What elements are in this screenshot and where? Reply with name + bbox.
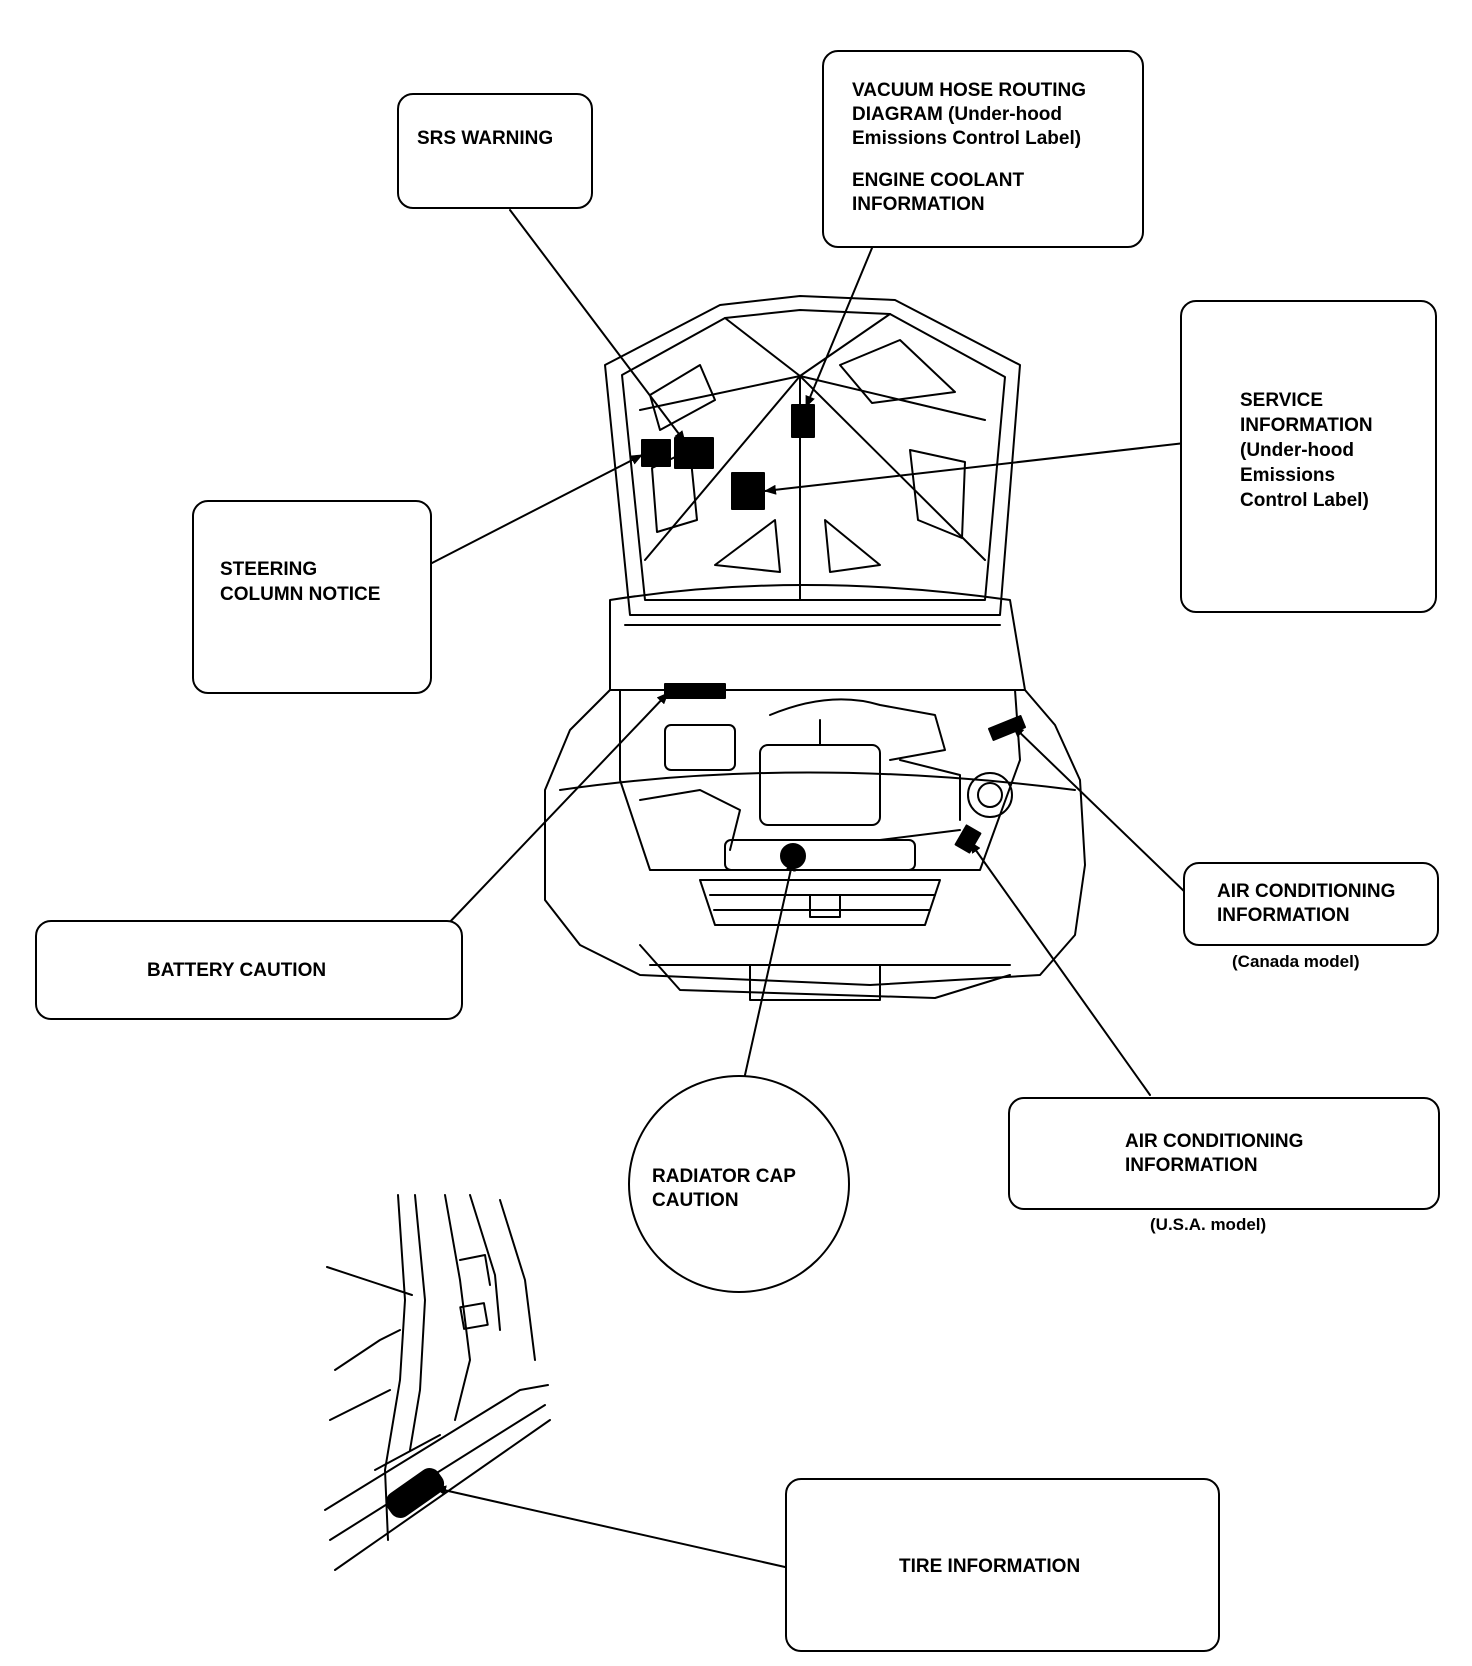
service-info-line-2: INFORMATION: [1240, 415, 1373, 436]
label-patches: [641, 404, 1027, 869]
ac-info-usa-line-1: AIR CONDITIONING: [1125, 1131, 1304, 1152]
service-info-line-1: SERVICE: [1240, 390, 1324, 411]
usa-model-note: (U.S.A. model): [1150, 1215, 1267, 1234]
ac-info-canada-line-2: INFORMATION: [1217, 905, 1350, 926]
engine-coolant-line-1: ENGINE COOLANT: [852, 170, 1025, 191]
battery-caution-label: BATTERY CAUTION: [147, 960, 327, 981]
steering-column-line-2: COLUMN NOTICE: [220, 584, 381, 605]
radiator-cap-line-2: CAUTION: [652, 1190, 739, 1211]
steering-column-callout: STEERING COLUMN NOTICE: [192, 500, 432, 694]
ac-info-usa-line-2: INFORMATION: [1125, 1155, 1258, 1176]
radiator-cap-line-1: RADIATOR CAP: [652, 1166, 796, 1187]
vacuum-hose-line-1: VACUUM HOSE ROUTING: [852, 80, 1086, 101]
engine-bay: [619, 689, 1021, 926]
canada-model-note: (Canada model): [1232, 952, 1360, 971]
service-info-callout: SERVICE INFORMATION (Under-hood Emission…: [1180, 300, 1437, 613]
leader-lines: [431, 209, 1189, 1568]
vacuum-hose-line-2: DIAGRAM (Under-hood: [852, 104, 1063, 125]
vehicle-front: [544, 584, 1086, 1001]
srs-warning-label: SRS WARNING: [417, 128, 554, 149]
tire-info-label: TIRE INFORMATION: [899, 1556, 1081, 1577]
door-pillar: [324, 1194, 551, 1571]
radiator-cap-callout: RADIATOR CAP CAUTION: [628, 1075, 850, 1293]
service-info-line-4: Emissions: [1240, 465, 1336, 486]
ac-info-usa-callout: AIR CONDITIONING INFORMATION: [1008, 1097, 1440, 1210]
steering-column-line-1: STEERING: [220, 559, 318, 580]
tire-info-callout: TIRE INFORMATION: [785, 1478, 1220, 1652]
ac-info-canada-line-1: AIR CONDITIONING: [1217, 881, 1396, 902]
service-info-line-3: (Under-hood: [1240, 440, 1354, 461]
srs-warning-callout: SRS WARNING: [397, 93, 593, 209]
battery-caution-callout: BATTERY CAUTION: [35, 920, 463, 1020]
engine-coolant-line-2: INFORMATION: [852, 194, 985, 215]
vacuum-hose-line-3: Emissions Control Label): [852, 128, 1082, 149]
service-info-line-5: Control Label): [1240, 490, 1369, 511]
ac-info-canada-callout: AIR CONDITIONING INFORMATION: [1183, 862, 1439, 946]
vacuum-hose-callout: VACUUM HOSE ROUTING DIAGRAM (Under-hood …: [822, 50, 1144, 248]
hood: [604, 295, 1021, 616]
